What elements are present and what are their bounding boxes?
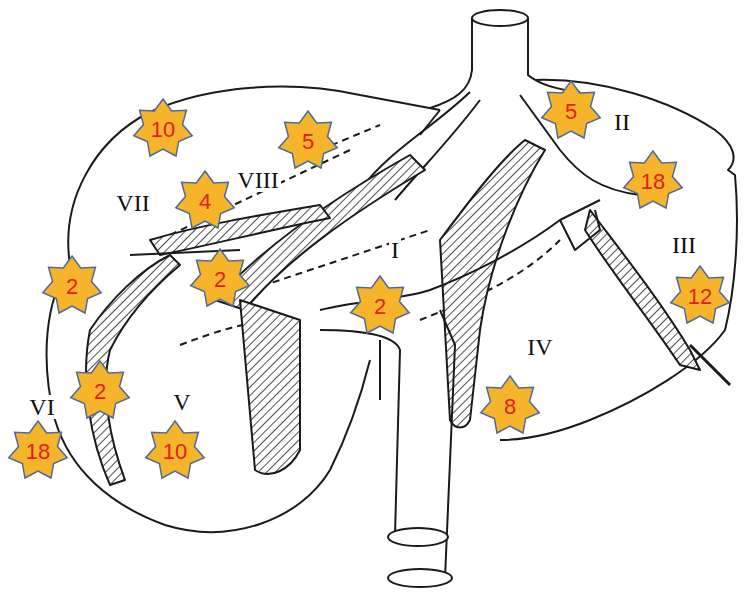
callout-star: 8	[479, 374, 541, 436]
callout-star: 2	[41, 254, 103, 316]
callout-number: 8	[504, 396, 516, 418]
callout-number: 18	[26, 441, 50, 463]
segment-label: VI	[27, 395, 56, 419]
segment-label: V	[171, 390, 192, 414]
segment-label: VIII	[235, 168, 280, 192]
callout-number: 2	[66, 276, 78, 298]
callout-star: 2	[349, 274, 411, 336]
callout-number: 10	[163, 441, 187, 463]
callout-star: 18	[622, 149, 684, 211]
segment-label: IV	[525, 335, 554, 359]
callout-star: 12	[669, 264, 731, 326]
segment-label: III	[670, 233, 698, 257]
callout-star: 10	[132, 97, 194, 159]
callout-star: 10	[144, 419, 206, 481]
callout-star: 18	[7, 419, 69, 481]
callout-number: 2	[374, 296, 386, 318]
callout-number: 10	[151, 119, 175, 141]
callout-star: 2	[189, 247, 251, 309]
callout-star: 4	[174, 169, 236, 231]
callout-star: 2	[69, 359, 131, 421]
callout-number: 12	[688, 286, 712, 308]
callout-number: 5	[302, 131, 314, 153]
segment-label: VII	[114, 191, 151, 215]
callout-star: 5	[540, 79, 602, 141]
callout-number: 4	[199, 191, 211, 213]
segment-label: I	[389, 238, 401, 262]
callout-number: 5	[565, 101, 577, 123]
callout-number: 18	[641, 171, 665, 193]
callout-star: 5	[277, 109, 339, 171]
callout-number: 2	[214, 269, 226, 291]
callout-number: 2	[94, 381, 106, 403]
segment-label: II	[612, 110, 632, 134]
